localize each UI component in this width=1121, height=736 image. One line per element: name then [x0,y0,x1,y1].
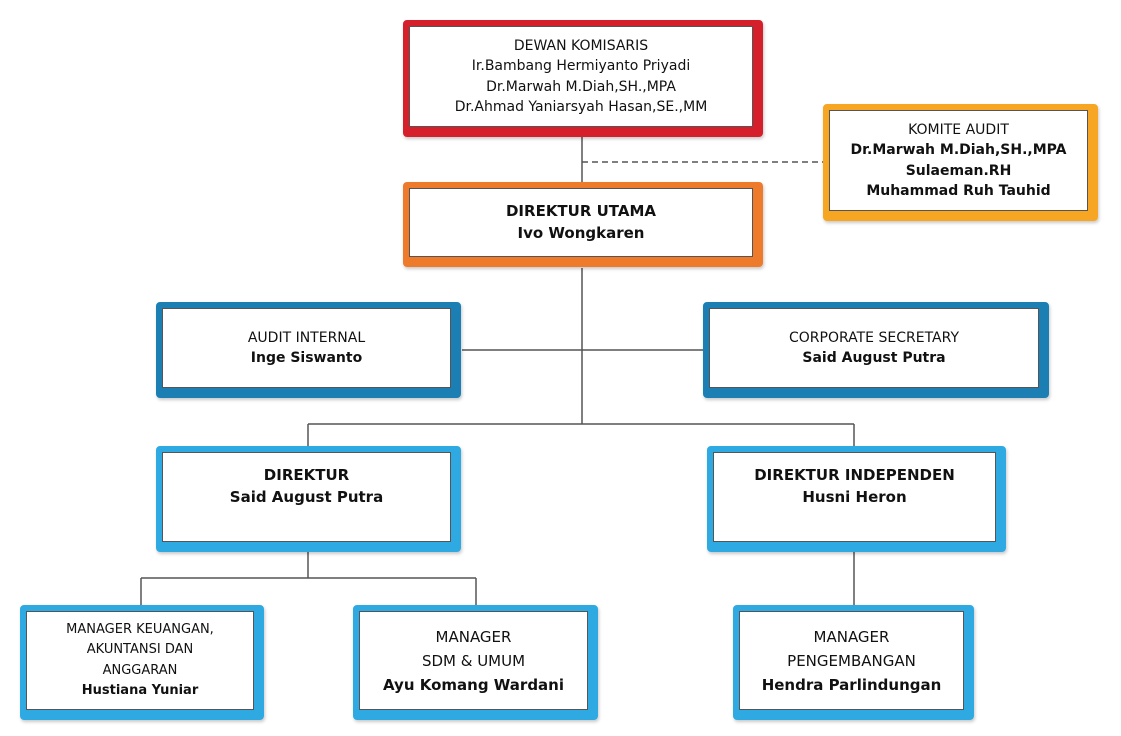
corporate-secretary-box: CORPORATE SECRETARY Said August Putra [703,302,1049,398]
direktur-independen-box: DIREKTUR INDEPENDEN Husni Heron [707,446,1006,552]
direktur-utama-title: DIREKTUR UTAMA [505,201,657,220]
manager-pengembangan-box: MANAGER PENGEMBANGAN Hendra Parlindungan [733,605,974,720]
manager-keuangan-title: AKUNTANSI DAN [86,642,194,658]
direktur-independen-name: Husni Heron [802,487,907,506]
manager-sdm-name: Ayu Komang Wardani [382,675,565,694]
corporate-secretary-name: Said August Putra [802,350,946,366]
dewan-komisaris-title: DEWAN KOMISARIS [513,37,649,54]
komite-audit-member: Dr.Marwah M.Diah,SH.,MPA [850,142,1067,159]
direktur-utama-box: DIREKTUR UTAMA Ivo Wongkaren [403,182,763,267]
komite-audit-title: KOMITE AUDIT [908,121,1009,138]
audit-internal-title: AUDIT INTERNAL [247,329,366,346]
dewan-komisaris-member: Dr.Marwah M.Diah,SH.,MPA [486,78,676,95]
dewan-komisaris-member: Ir.Bambang Hermiyanto Priyadi [471,58,691,75]
manager-keuangan-box: MANAGER KEUANGAN, AKUNTANSI DAN ANGGARAN… [20,605,264,720]
direktur-name: Said August Putra [229,487,384,506]
komite-audit-member: Sulaeman.RH [905,162,1012,179]
manager-sdm-title: SDM & UMUM [421,651,526,670]
komite-audit-member: Muhammad Ruh Tauhid [866,182,1051,199]
manager-keuangan-name: Hustiana Yuniar [81,682,199,698]
manager-keuangan-title: ANGGARAN [102,662,178,678]
direktur-utama-name: Ivo Wongkaren [517,223,645,242]
audit-internal-box: AUDIT INTERNAL Inge Siswanto [156,302,461,398]
manager-sdm-box: MANAGER SDM & UMUM Ayu Komang Wardani [353,605,598,720]
manager-pengembangan-title: MANAGER [813,627,890,646]
manager-sdm-title: MANAGER [435,627,512,646]
audit-internal-name: Inge Siswanto [250,350,363,366]
corporate-secretary-title: CORPORATE SECRETARY [789,329,959,346]
komite-audit-box: KOMITE AUDIT Dr.Marwah M.Diah,SH.,MPA Su… [823,104,1098,221]
dewan-komisaris-member: Dr.Ahmad Yaniarsyah Hasan,SE.,MM [454,98,708,115]
direktur-box: DIREKTUR Said August Putra [156,446,461,552]
manager-keuangan-title: MANAGER KEUANGAN, [66,622,214,638]
direktur-independen-title: DIREKTUR INDEPENDEN [754,466,955,484]
manager-pengembangan-title: PENGEMBANGAN [787,651,916,670]
direktur-title: DIREKTUR [263,466,350,484]
manager-pengembangan-name: Hendra Parlindungan [761,675,942,694]
dewan-komisaris-box: DEWAN KOMISARIS Ir.Bambang Hermiyanto Pr… [403,20,763,137]
